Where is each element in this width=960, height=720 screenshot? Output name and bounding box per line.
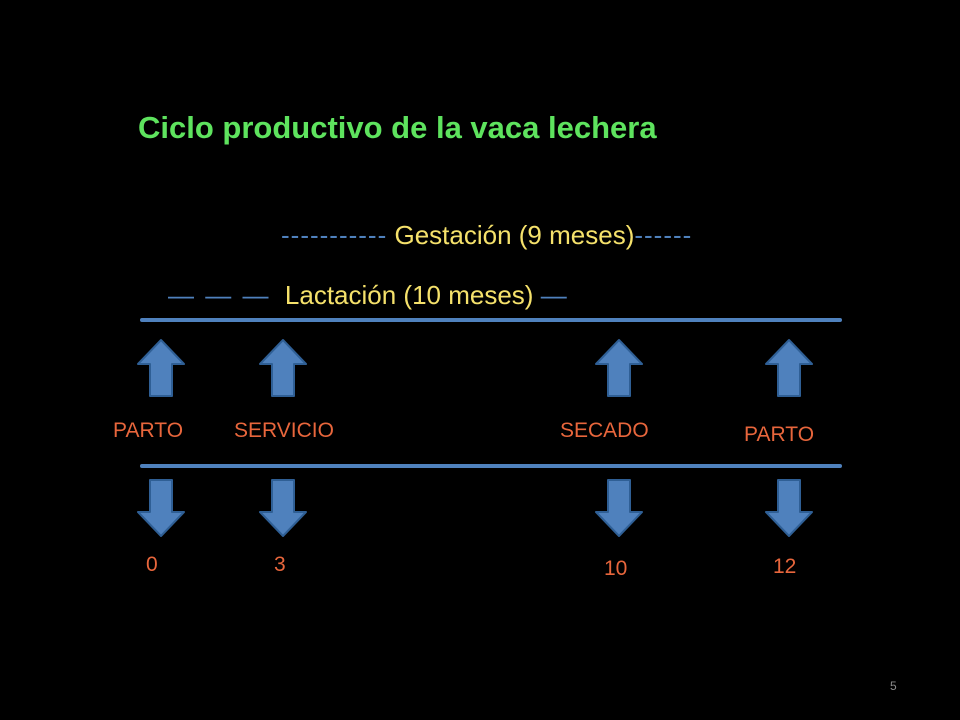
block-arrow-up-icon xyxy=(764,338,814,398)
block-arrow-up-icon xyxy=(136,338,186,398)
timeline-top-line xyxy=(140,318,842,322)
lactation-label: Lactación (10 meses) xyxy=(284,280,534,310)
lactation-period: — — — Lactación (10 meses) — xyxy=(168,282,568,308)
event-label-parto-final: PARTO xyxy=(744,423,815,446)
block-arrow-down-icon xyxy=(594,478,644,538)
event-label-parto: PARTO xyxy=(113,419,184,442)
month-label-10: 10 xyxy=(604,557,628,580)
lactation-dashes-after: — xyxy=(540,280,568,310)
gestation-dashes-after: ------ xyxy=(634,220,693,250)
gestation-dashes-before: ----------- xyxy=(281,220,388,250)
lactation-dashes-before: — — — xyxy=(168,280,271,310)
event-label-servicio: SERVICIO xyxy=(234,419,334,442)
block-arrow-down-icon xyxy=(764,478,814,538)
block-arrow-up-icon xyxy=(594,338,644,398)
block-arrow-down-icon xyxy=(258,478,308,538)
gestation-label: Gestación (9 meses) xyxy=(394,220,635,250)
gestation-period: ----------- Gestación (9 meses)------ xyxy=(281,222,692,248)
month-label-12: 12 xyxy=(773,555,797,578)
block-arrow-up-icon xyxy=(258,338,308,398)
slide-number: 5 xyxy=(890,679,897,693)
slide-title: Ciclo productivo de la vaca lechera xyxy=(138,110,657,145)
event-label-secado: SECADO xyxy=(560,419,649,442)
timeline-bottom-line xyxy=(140,464,842,468)
block-arrow-down-icon xyxy=(136,478,186,538)
month-label-3: 3 xyxy=(274,553,286,576)
month-label-0: 0 xyxy=(146,553,158,576)
